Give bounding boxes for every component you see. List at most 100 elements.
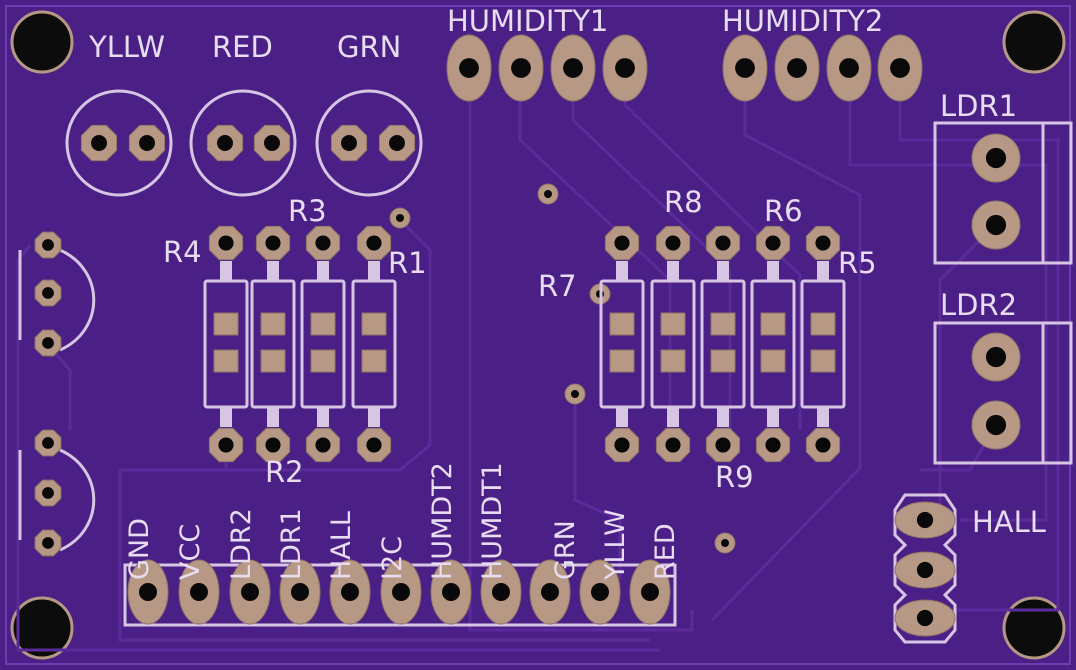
resistor-left-bottom-pad-1-drill (218, 437, 234, 453)
label-r3: R3 (288, 194, 327, 228)
led-pad-6 (378, 124, 416, 162)
resistor-right-3-lead-bottom (717, 407, 729, 427)
humidity-pin-4-drill (615, 58, 635, 78)
led-outline-red (189, 89, 297, 197)
resistor-right-3-body (700, 279, 746, 409)
header-pin-4-drill (291, 583, 309, 601)
resistor-right-3 (700, 261, 746, 427)
resistor-right-5-lead-top (817, 261, 829, 281)
header-pin-5-drill (341, 583, 359, 601)
humidity-pin-5-drill (735, 58, 755, 78)
resistor-right-4 (750, 261, 796, 427)
label-led-yellow: YLLW (88, 30, 165, 64)
header-pin-8 (480, 559, 522, 625)
header-pin-9-drill (541, 583, 559, 601)
label-r2: R2 (265, 455, 304, 489)
resistor-right-4-lead-bottom (767, 407, 779, 427)
mounting-hole-top-right (1002, 10, 1066, 74)
resistor-right-bottom-pad-5 (805, 427, 841, 463)
label-r1: R1 (388, 246, 427, 280)
label-humidity2: HUMIDITY2 (722, 4, 883, 38)
resistor-right-3-smd-pad-1 (710, 312, 736, 336)
resistor-right-top-pad-5-drill (815, 235, 831, 251)
resistor-left-4-lead-bottom (368, 407, 380, 427)
resistor-left-top-pad-2 (255, 225, 291, 261)
humidity-pin-6 (774, 34, 820, 102)
resistor-left-4 (351, 261, 397, 427)
resistor-right-bottom-pad-1-drill (614, 437, 630, 453)
header-pin-11-drill (641, 583, 659, 601)
header-pin-1-drill (139, 583, 157, 601)
humidity-pin-8 (877, 34, 923, 102)
resistor-right-3-lead-top (717, 261, 729, 281)
ldr1-pad-1-drill (985, 147, 1007, 169)
resistor-left-bottom-pad-2 (255, 427, 291, 463)
hall-pad-3 (894, 599, 956, 637)
resistor-left-bottom-pad-3 (305, 427, 341, 463)
resistor-left-4-body (351, 279, 397, 409)
resistor-right-bottom-pad-3-drill (715, 437, 731, 453)
resistor-right-2-lead-bottom (667, 407, 679, 427)
resistor-left-2-body (250, 279, 296, 409)
resistor-left-4-smd-pad-2 (361, 349, 387, 373)
humidity-pin-5 (722, 34, 768, 102)
resistor-left-3-smd-pad-2 (310, 349, 336, 373)
ldr2-pad-1-drill (985, 346, 1007, 368)
resistor-left-4-smd-pad-1 (361, 312, 387, 336)
resistor-right-2-smd-pad-1 (660, 312, 686, 336)
header-pin-8-drill (492, 583, 510, 601)
resistor-right-1 (599, 261, 645, 427)
mounting-hole-bottom-left (10, 596, 74, 660)
pads-layer (34, 34, 1021, 637)
via-2 (537, 183, 559, 205)
led-pad-3 (206, 124, 244, 162)
resistor-right-1-lead-top (616, 261, 628, 281)
resistor-left-top-pad-2-drill (265, 235, 281, 251)
resistor-left-top-pad-4 (356, 225, 392, 261)
trace-6 (848, 85, 1048, 522)
label-pin-vcc: VCC (175, 524, 206, 580)
label-humidity1: HUMIDITY1 (447, 4, 608, 38)
sensor-outline-bottom (18, 448, 96, 552)
hall-pad-3-drill (916, 609, 934, 627)
header-pin-10 (579, 559, 621, 625)
label-r8: R8 (664, 185, 703, 219)
resistor-right-bottom-pad-2 (655, 427, 691, 463)
resistor-left-1-lead-bottom (220, 407, 232, 427)
resistor-left-top-pad-1-drill (218, 235, 234, 251)
silkscreen-labels: YLLW RED GRN HUMIDITY1 HUMIDITY2 R1 R2 R… (88, 4, 1046, 581)
header-pin-2 (178, 559, 220, 625)
hall-outline (893, 493, 957, 644)
led-pad-1-drill (91, 135, 107, 151)
label-pin-hall: HALL (326, 511, 357, 580)
humidity-pin-2-drill (511, 58, 531, 78)
resistor-right-4-body (750, 279, 796, 409)
resistor-left-3-body (300, 279, 346, 409)
sensor-bottom-pad-1-drill (42, 437, 54, 449)
resistor-right-1-smd-pad-1 (609, 312, 635, 336)
trace-8 (118, 218, 650, 642)
humidity-pin-7-drill (839, 58, 859, 78)
resistor-left-2-smd-pad-1 (260, 312, 286, 336)
resistor-left-top-pad-3 (305, 225, 341, 261)
resistor-right-top-pad-5 (805, 225, 841, 261)
resistor-right-top-pad-3-drill (715, 235, 731, 251)
label-ldr2: LDR2 (940, 288, 1017, 322)
sensor-top-pad-3-drill (42, 337, 54, 349)
resistor-right-2-smd-pad-2 (660, 349, 686, 373)
resistor-right-4-smd-pad-2 (760, 349, 786, 373)
sensor-bottom-pad-3-drill (42, 537, 54, 549)
label-led-green: GRN (337, 30, 401, 64)
ldr1-pad-2 (971, 200, 1021, 250)
led-pad-4 (253, 124, 291, 162)
resistor-right-top-pad-3 (705, 225, 741, 261)
sensor-outline-top (18, 248, 96, 352)
resistor-bodies (203, 261, 846, 427)
hall-pad-1 (894, 501, 956, 539)
trace-1 (468, 85, 694, 632)
resistor-left-2-lead-top (267, 261, 279, 281)
mounting-holes (10, 10, 1066, 660)
trace-5 (710, 85, 862, 622)
label-hall-sensor: HALL (972, 505, 1046, 539)
